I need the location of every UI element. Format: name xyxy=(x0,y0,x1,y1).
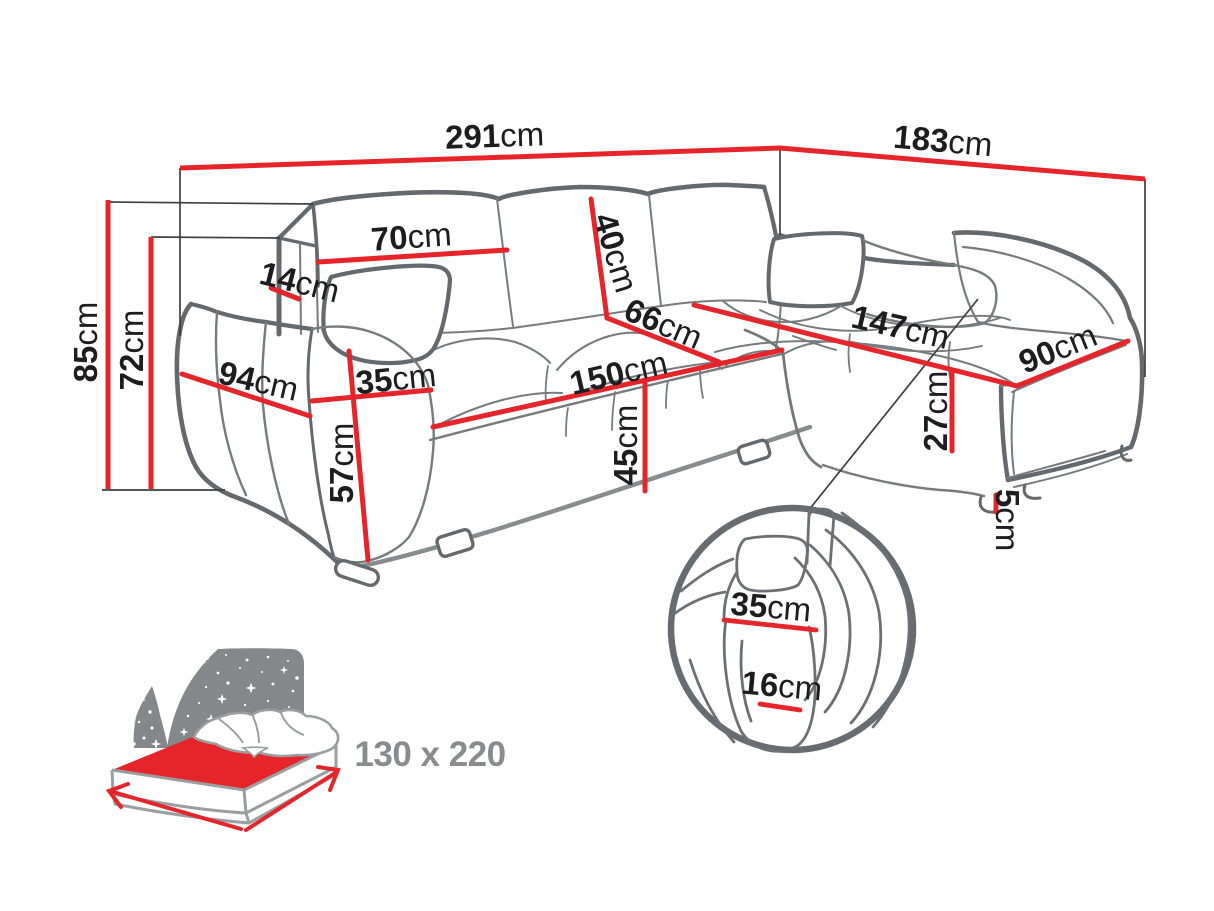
svg-text:291cm: 291cm xyxy=(444,115,544,155)
svg-text:70cm: 70cm xyxy=(370,215,453,258)
svg-text:183cm: 183cm xyxy=(892,118,994,163)
svg-text:16cm: 16cm xyxy=(740,664,824,708)
svg-text:27cm: 27cm xyxy=(917,371,954,452)
svg-text:72cm: 72cm xyxy=(113,310,150,391)
svg-text:57cm: 57cm xyxy=(323,423,360,504)
svg-text:35cm: 35cm xyxy=(354,356,438,401)
svg-text:45cm: 45cm xyxy=(607,405,644,486)
svg-text:35cm: 35cm xyxy=(729,585,813,629)
svg-text:85cm: 85cm xyxy=(67,302,104,383)
svg-text:5cm: 5cm xyxy=(989,489,1026,551)
svg-text:130 x 220: 130 x 220 xyxy=(354,735,505,774)
